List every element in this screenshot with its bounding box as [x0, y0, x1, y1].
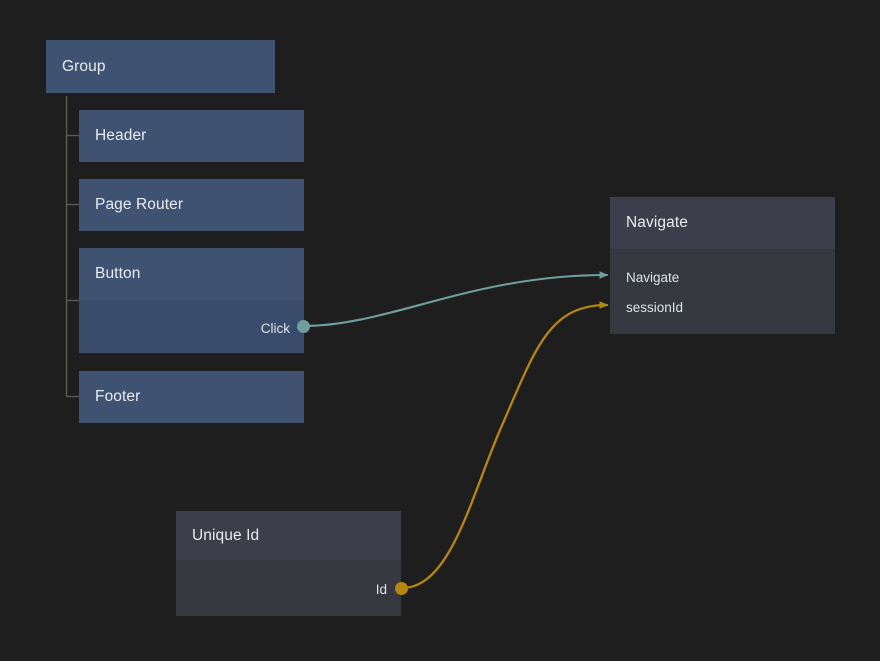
node-page-router-header: Page Router [79, 179, 304, 231]
node-navigate[interactable]: Navigate Navigate sessionId [610, 197, 835, 334]
node-navigate-title: Navigate [626, 214, 688, 231]
node-group-header: Group [46, 40, 275, 93]
node-footer-title: Footer [95, 388, 141, 405]
port-row-button-click[interactable]: Click [261, 318, 290, 338]
node-footer[interactable]: Footer [79, 371, 304, 423]
node-button-body: Click [79, 300, 304, 353]
port-row-navigate-exec-in[interactable]: Navigate [610, 267, 679, 287]
edge-button-click-to-navigate[interactable] [301, 271, 609, 328]
port-label-button-click: Click [260, 320, 290, 336]
node-navigate-body: Navigate sessionId [610, 249, 835, 334]
port-row-unique-id-out[interactable]: Id [376, 579, 387, 599]
port-label-navigate-sessionid-in: sessionId [626, 299, 684, 315]
node-header-component[interactable]: Header [79, 110, 304, 162]
node-unique-id[interactable]: Unique Id Id [176, 511, 401, 616]
node-button-header: Button [79, 248, 304, 300]
port-label-unique-id-out: Id [375, 581, 387, 597]
node-group-title: Group [62, 57, 106, 75]
node-header-component-header: Header [79, 110, 304, 162]
node-group[interactable]: Group [46, 40, 275, 93]
node-page-router-title: Page Router [95, 196, 184, 213]
node-header-component-title: Header [95, 127, 147, 144]
node-navigate-header: Navigate [610, 197, 835, 249]
port-dot-unique-id-out[interactable] [395, 582, 408, 595]
node-button-title: Button [95, 265, 141, 282]
port-dot-button-click[interactable] [297, 320, 310, 333]
port-row-navigate-sessionid-in[interactable]: sessionId [610, 297, 683, 317]
node-page-router[interactable]: Page Router [79, 179, 304, 231]
node-footer-header: Footer [79, 371, 304, 423]
node-unique-id-body: Id [176, 560, 401, 616]
edge-uniqueid-id-to-sessionid[interactable] [400, 301, 609, 590]
node-unique-id-title: Unique Id [192, 526, 260, 544]
port-label-navigate-exec-in: Navigate [626, 269, 680, 285]
node-unique-id-header: Unique Id [176, 511, 401, 560]
node-button[interactable]: Button Click [79, 248, 304, 353]
